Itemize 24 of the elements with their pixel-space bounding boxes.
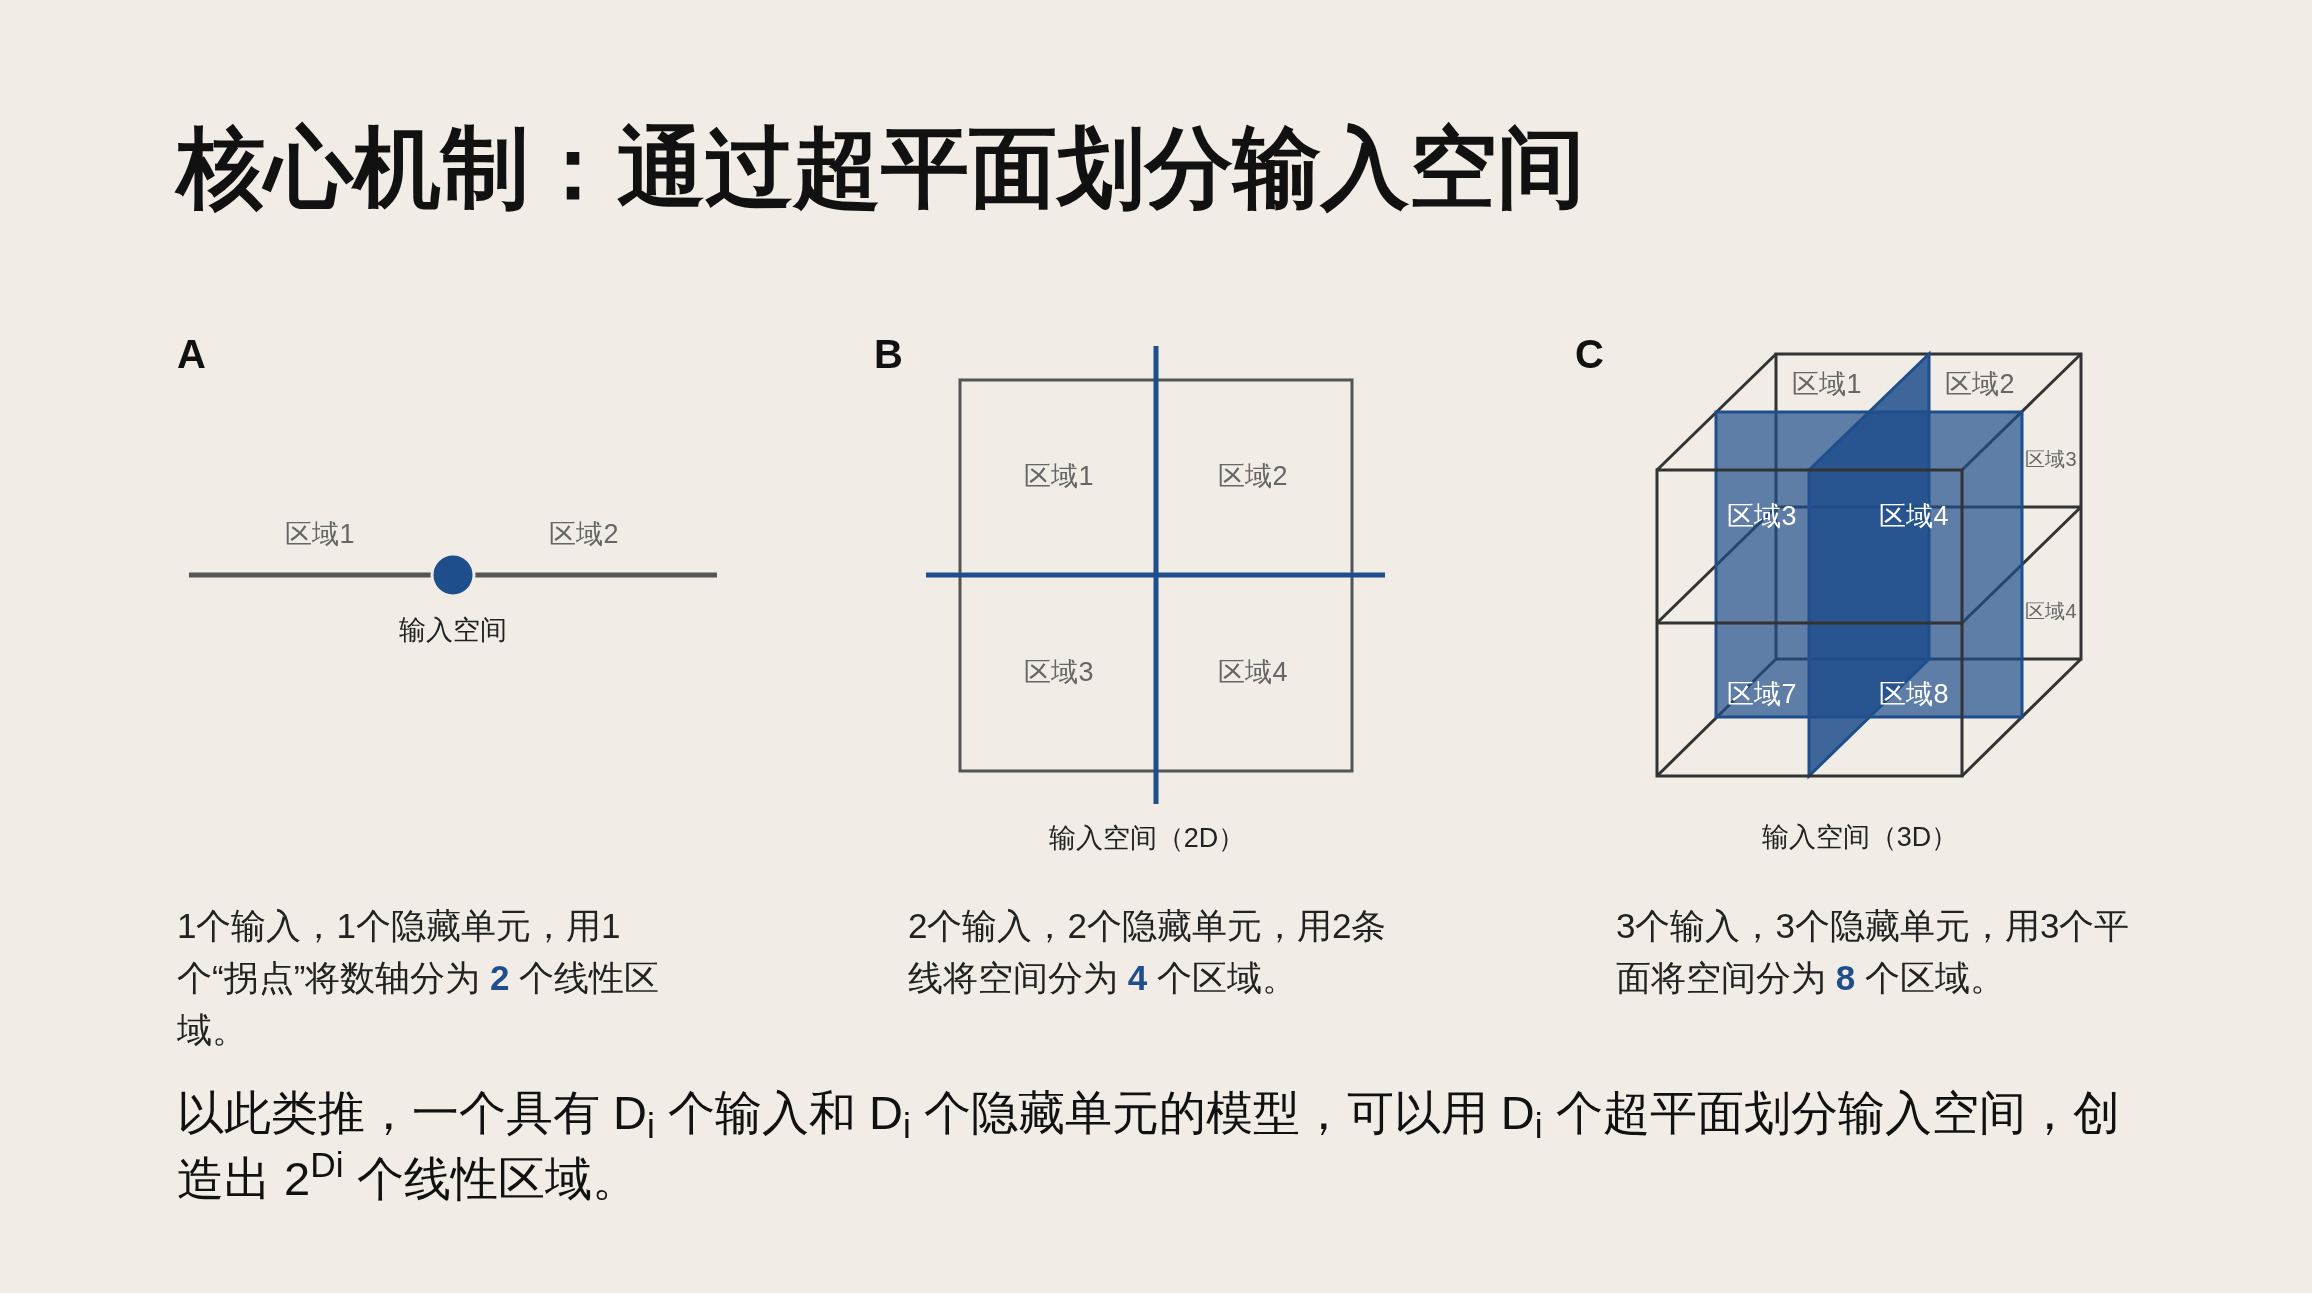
region-label: 区域3 <box>2025 447 2077 472</box>
region-label: 区域8 <box>1879 677 1949 711</box>
panel-letter: C <box>1575 331 1604 378</box>
region-label: 区域1 <box>1792 367 1862 401</box>
region-label: 区域3 <box>1727 499 1797 533</box>
region-label: 区域4 <box>1218 655 1288 689</box>
panel-letter: B <box>874 331 903 378</box>
panel-description: 3个输入，3个隐藏单元，用3个平面将空间分为 8 个区域。 <box>1616 905 2131 999</box>
region-label: 区域1 <box>1024 459 1094 493</box>
panel-description: 1个输入，1个隐藏单元，用1个“拐点”将数轴分为 2 个线性区域。 <box>177 905 661 1051</box>
region-label: 区域2 <box>549 517 619 551</box>
panel-letter: A <box>177 331 206 378</box>
region-label: 区域1 <box>285 517 355 551</box>
region-label: 区域4 <box>2025 599 2077 624</box>
region-label: 区域7 <box>1727 677 1797 711</box>
region-label: 区域4 <box>1879 499 1949 533</box>
panel-description: 2个输入，2个隐藏单元，用2条线将空间分为 4 个区域。 <box>908 905 1388 999</box>
axis-caption: 输入空间 <box>399 613 507 647</box>
region-label: 区域2 <box>1945 367 2015 401</box>
axis-caption: 输入空间（3D） <box>1761 820 1959 854</box>
axis-caption: 输入空间（2D） <box>1048 821 1246 855</box>
region-label: 区域3 <box>1024 655 1094 689</box>
region-label: 区域2 <box>1218 459 1288 493</box>
summary-text: 以此类推，一个具有 D$_{i}$ 个输入和 D$_{i}$ 个隐藏单元的模型，可以用 D$_{i}$ 个超平面划分输入空间，创造出 2$^{Di}$ 个线性区域。 <box>177 1085 2121 1207</box>
